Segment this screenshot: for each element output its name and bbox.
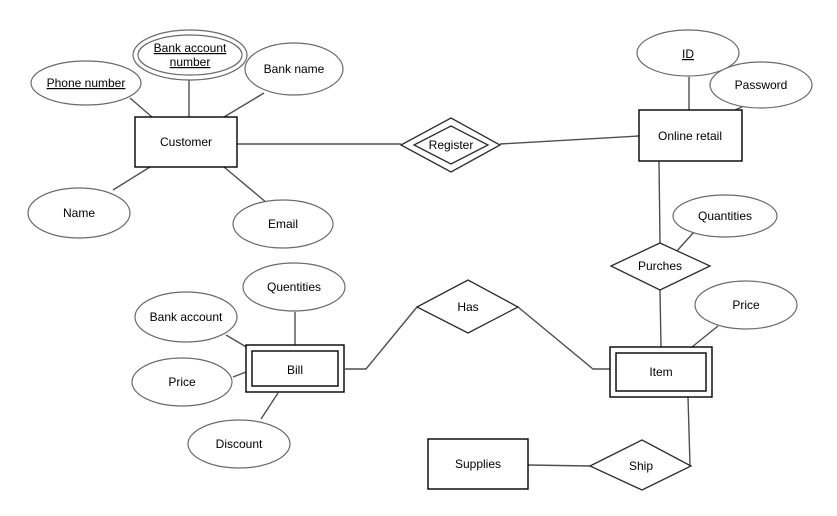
entity-label: Bill	[287, 363, 303, 377]
edge-quantities-purches	[675, 231, 695, 253]
connector-lines	[112, 77, 747, 467]
entity-rect	[638, 109, 743, 162]
attribute-label: Bank name	[264, 62, 325, 76]
attribute-id: ID	[636, 29, 740, 77]
attribute-label: ID	[682, 47, 694, 61]
attribute-password: Password	[709, 61, 813, 109]
edge-item-ship	[687, 396, 691, 466]
attribute-label: Bank account	[150, 310, 223, 324]
attribute-ellipse	[187, 419, 291, 469]
relationship-ship: Ship	[588, 439, 693, 491]
edge-online-retail-purches	[658, 160, 661, 244]
attribute-bank-name: Bank name	[244, 42, 344, 96]
relationship-label: Purches	[638, 259, 682, 273]
edge-email-customer	[223, 166, 268, 204]
edge-price-bill	[232, 371, 247, 378]
edge-phone-number-customer	[129, 97, 153, 118]
attribute-ellipse	[242, 262, 346, 312]
entity-supplies: Supplies	[427, 438, 529, 490]
attribute-ellipse	[244, 42, 344, 96]
edge-bank-name-customer	[223, 92, 265, 118]
relationship-label: Ship	[629, 459, 653, 473]
attribute-label: Email	[268, 217, 298, 231]
attribute-discount: Discount	[187, 419, 291, 469]
attribute-label: Price	[168, 375, 196, 389]
entity-label: Item	[649, 365, 672, 379]
edge-bill-has	[345, 306, 418, 370]
attribute-phone-number: Phone number	[30, 60, 142, 106]
entity-label: Customer	[160, 135, 212, 149]
attribute-quentities: Quentities	[242, 262, 346, 312]
attribute-ellipse	[27, 187, 131, 239]
relationship-diamond	[415, 279, 520, 334]
edge-discount-bill	[260, 392, 279, 420]
entity-item: Item	[609, 346, 713, 398]
attribute-ellipse	[134, 291, 238, 343]
attribute-ellipse	[636, 29, 740, 77]
entity-rect	[427, 438, 529, 490]
attribute-label: Phone number	[47, 76, 126, 90]
edge-register-online-retail	[499, 135, 640, 145]
relationship-diamond	[609, 242, 712, 291]
attribute-email: Email	[232, 199, 334, 249]
edge-bank-account-bill	[225, 334, 249, 349]
attribute-label: Name	[63, 206, 95, 220]
attribute-bank-account: Bank account	[134, 291, 238, 343]
entity-label: Supplies	[455, 457, 501, 471]
attribute-ellipse	[672, 194, 778, 238]
entity-rect-inner	[615, 352, 707, 392]
entity-label: Online retail	[658, 129, 722, 143]
relationship-register: Register	[399, 117, 502, 173]
entity-online-retail: Online retail	[638, 109, 743, 162]
attribute-label: Quentities	[267, 280, 321, 294]
edge-has-item	[517, 306, 610, 370]
attribute-ellipse	[709, 61, 813, 109]
edge-supplies-ship	[527, 464, 591, 467]
relationship-diamond-inner	[412, 125, 490, 165]
relationship-purches: Purches	[609, 242, 712, 291]
attribute-ellipse	[30, 60, 142, 106]
edge-price-item	[691, 325, 719, 348]
attribute-label-line1: Bank account	[154, 41, 227, 55]
attribute-label: Discount	[216, 437, 263, 451]
attribute-price-bill: Price	[131, 357, 233, 407]
relationship-diamond	[588, 439, 693, 491]
relationship-has: Has	[415, 279, 520, 334]
entity-customer: Customer	[134, 116, 238, 168]
attribute-price-item: Price	[694, 280, 798, 330]
attribute-ellipse	[131, 357, 233, 407]
attribute-ellipse	[232, 199, 334, 249]
attribute-name: Name	[27, 187, 131, 239]
edge-name-customer	[112, 166, 151, 191]
relationship-label: Register	[429, 138, 474, 152]
attribute-ellipse	[694, 280, 798, 330]
entity-rect	[134, 116, 238, 168]
attribute-bank-account-number: Bank account number	[132, 29, 248, 81]
entity-bill: Bill	[245, 344, 345, 393]
attribute-quantities: Quantities	[672, 194, 778, 238]
attribute-label-line2: number	[170, 55, 211, 69]
attribute-ellipse-inner	[137, 34, 243, 76]
entity-rect-inner	[251, 350, 339, 387]
relationship-label: Has	[457, 300, 478, 314]
attribute-label: Quantities	[698, 209, 752, 223]
attribute-label: Password	[735, 78, 788, 92]
attribute-label: Price	[732, 298, 760, 312]
edge-purches-item	[659, 289, 662, 348]
